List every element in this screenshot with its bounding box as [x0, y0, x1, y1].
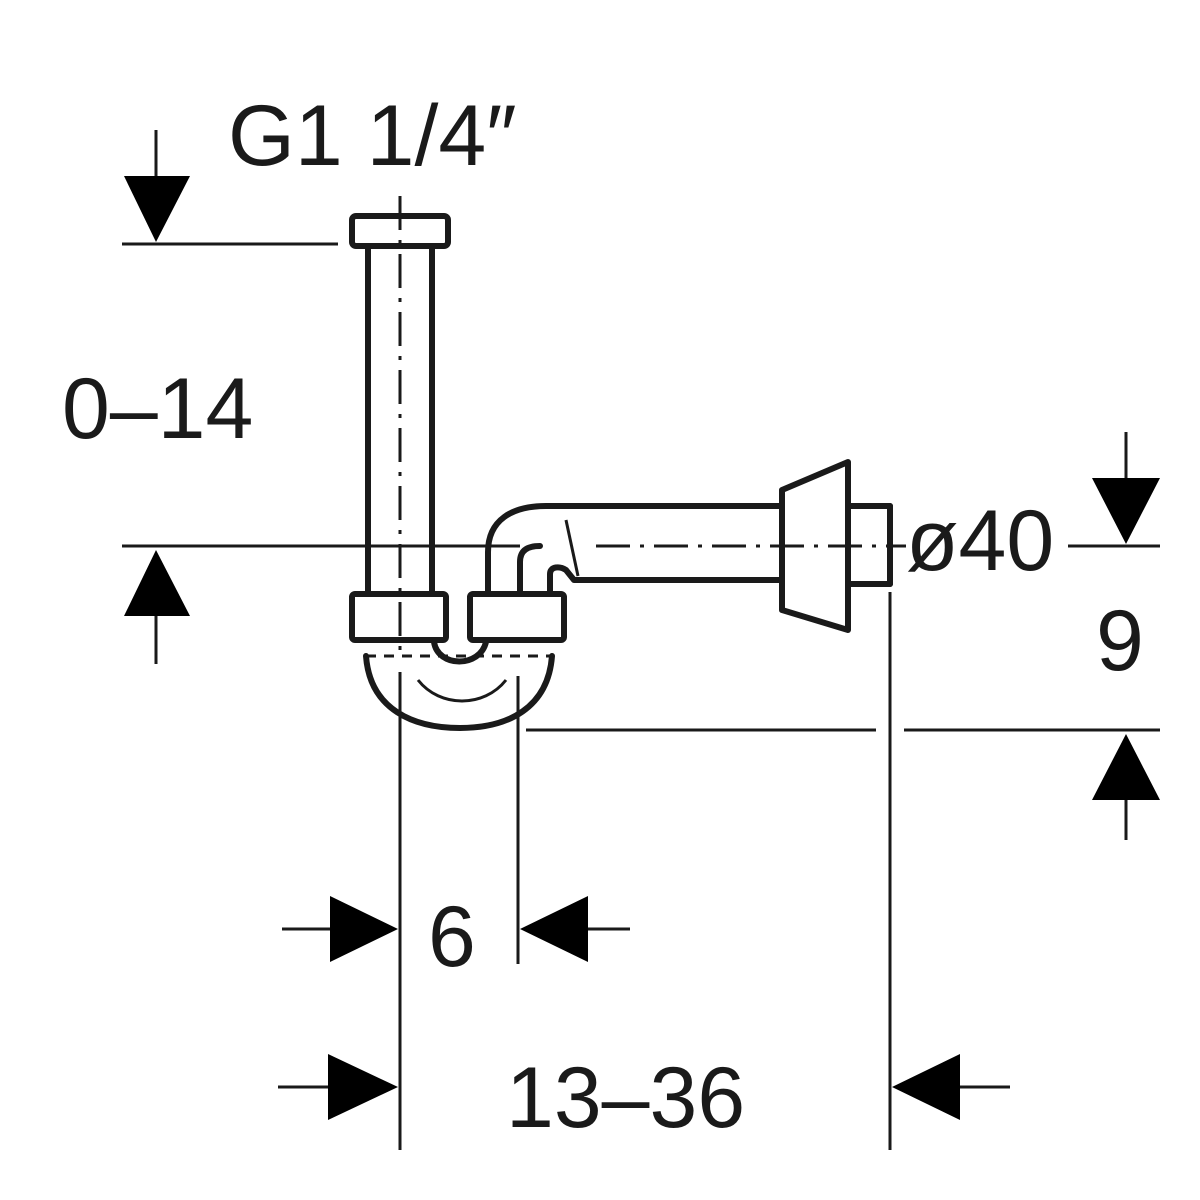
- arrow-up-icon: [124, 550, 190, 616]
- arrow-down-icon: [124, 176, 190, 242]
- arrow-left-icon: [892, 1054, 960, 1120]
- arrow-down-icon: [1092, 478, 1160, 544]
- thread-size-label: G1 1/4″: [228, 88, 517, 184]
- arrow-right-icon: [330, 896, 398, 962]
- extension-lines: [122, 130, 1160, 1150]
- dimension-arrows: [124, 176, 1160, 1120]
- height-adjust-label: 0–14: [62, 361, 253, 457]
- centre-lines: [398, 196, 906, 656]
- wall-distance-label: 13–36: [506, 1050, 745, 1146]
- arrow-left-icon: [520, 896, 588, 962]
- siphon-outline: [349, 213, 893, 731]
- trap-width-label: 6: [428, 889, 476, 985]
- outlet-diameter-label: ø40: [906, 493, 1054, 589]
- arrow-up-icon: [1092, 734, 1160, 800]
- outlet-height-label: 9: [1096, 593, 1144, 689]
- arrow-right-icon: [328, 1054, 398, 1120]
